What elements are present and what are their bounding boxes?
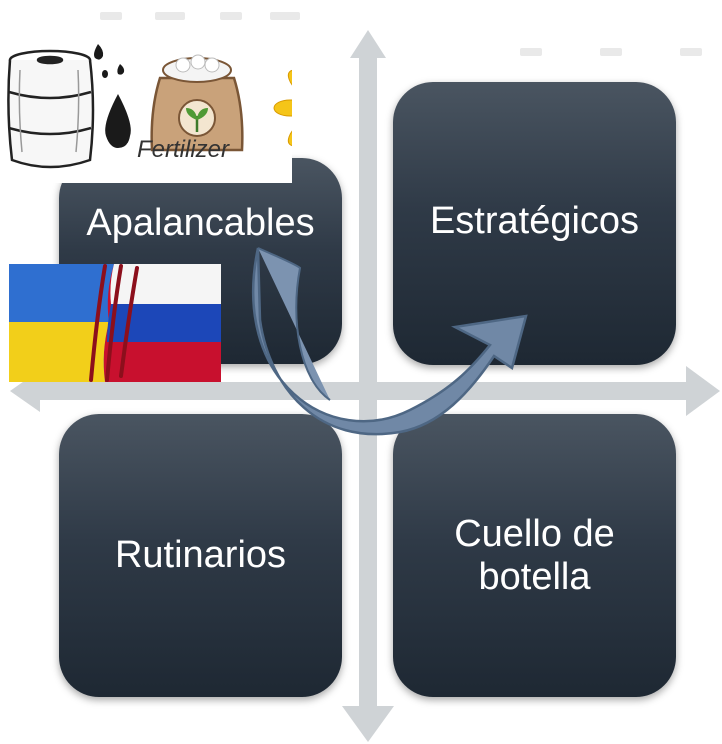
- quadrant-label-apalancables: Apalancables: [86, 202, 315, 244]
- watermark-strip: [100, 12, 702, 56]
- fertilizer-label: Fertilizer: [137, 136, 230, 163]
- oil-drop-icon: [94, 44, 131, 148]
- quadrant-label-rutinarios: Rutinarios: [114, 534, 287, 577]
- ukraine-russia-flag-image: [9, 264, 221, 382]
- quadrant-label-cuello-de-botella: Cuello de botella: [454, 512, 615, 598]
- horizontal-axis: [28, 382, 698, 400]
- quadrant-apalancables: Apalancables: [59, 158, 342, 364]
- axis-arrowhead-right: [686, 366, 720, 416]
- quadrant-rutinarios: Rutinarios: [59, 414, 342, 697]
- quadrant-cuello-de-botella: Cuello de botella: [393, 414, 676, 697]
- fertilizer-sack-icon: [150, 54, 244, 152]
- axis-arrowhead-up: [350, 30, 386, 58]
- quadrant-label-estrategicos: Estratégicos: [429, 200, 640, 242]
- vertical-axis: [359, 50, 377, 710]
- oil-barrel-icon: [7, 49, 95, 169]
- commodity-images: [0, 40, 379, 183]
- axis-arrowhead-down: [342, 706, 394, 742]
- quadrant-estrategicos: Estratégicos: [393, 82, 676, 365]
